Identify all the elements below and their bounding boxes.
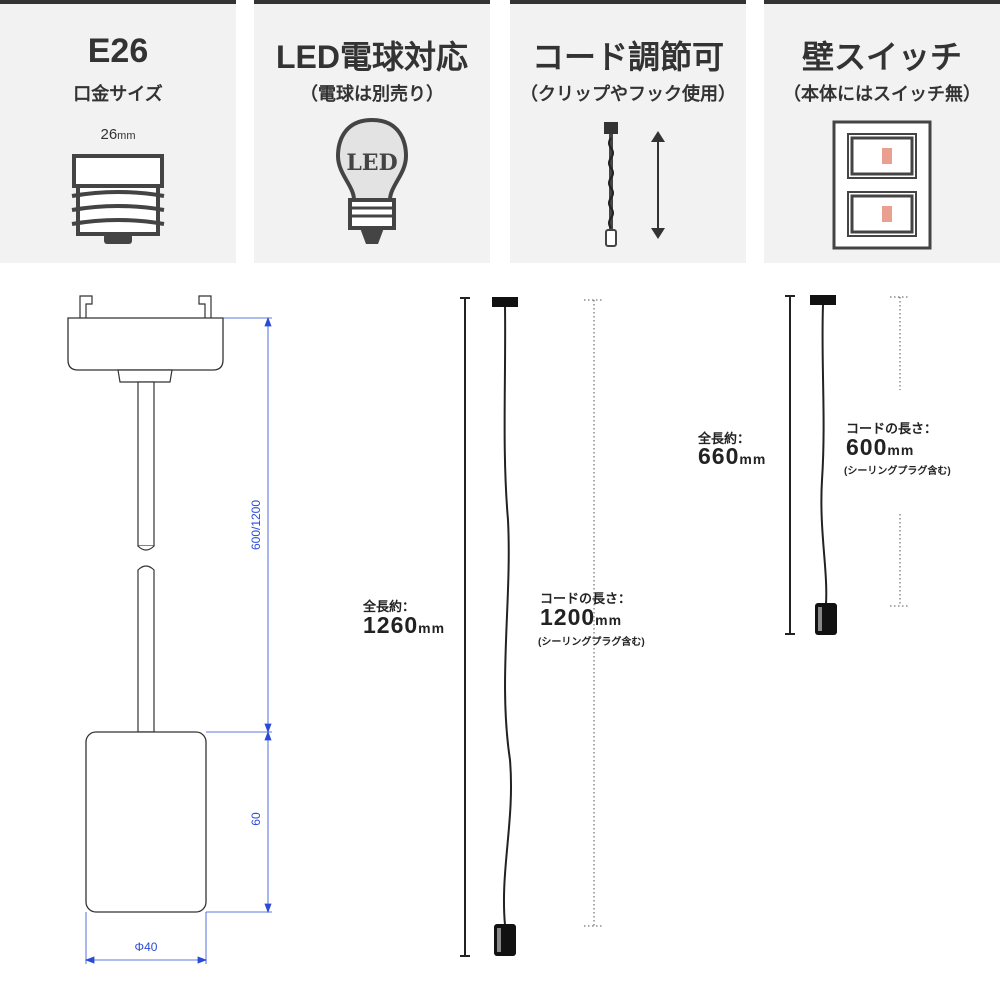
feature-title: LED電球対応 [275, 39, 468, 75]
feature-title: コード調節可 [531, 39, 724, 75]
short-cord-note: (シーリングプラグ含む) [844, 466, 951, 477]
long-cord-label: コードの長さ： [540, 591, 632, 606]
feature-subtitle: （本体にはスイッチ無） [783, 84, 981, 104]
socket-size-note: 26mm [100, 126, 136, 143]
short-total-label: 全長約： [698, 431, 751, 446]
feature-subtitle: 口金サイズ [73, 84, 163, 104]
e26-socket-icon [71, 154, 165, 244]
feature-card-e26: E26 口金サイズ 26mm [0, 0, 236, 263]
cord-adjust-icon [604, 122, 665, 247]
long-total-label: 全長約： [363, 599, 416, 614]
diameter-label: Φ40 [134, 940, 158, 954]
wall-switch-icon [832, 120, 932, 250]
long-total-value: 1260mm [363, 612, 446, 638]
short-total-value: 660mm [698, 443, 767, 469]
short-cord-label: コードの長さ： [846, 421, 938, 436]
long-cord-note: (シーリングプラグ含む) [538, 637, 645, 648]
feature-subtitle: （クリップやフック使用） [520, 84, 736, 104]
feature-title: 壁スイッチ [801, 39, 962, 75]
led-text: LED [346, 150, 397, 176]
feature-card-cord: コード調節可 （クリップやフック使用） [510, 0, 746, 263]
short-cord-value: 600mm [846, 434, 915, 460]
feature-subtitle: （電球は別売り） [300, 84, 444, 104]
feature-title: E26 [87, 32, 149, 70]
long-cord-value: 1200mm [540, 604, 623, 630]
feature-card-led: LED電球対応 （電球は別売り） LED [254, 0, 490, 263]
feature-card-switch: 壁スイッチ （本体にはスイッチ無） [764, 0, 1000, 263]
led-bulb-icon: LED [335, 117, 409, 244]
